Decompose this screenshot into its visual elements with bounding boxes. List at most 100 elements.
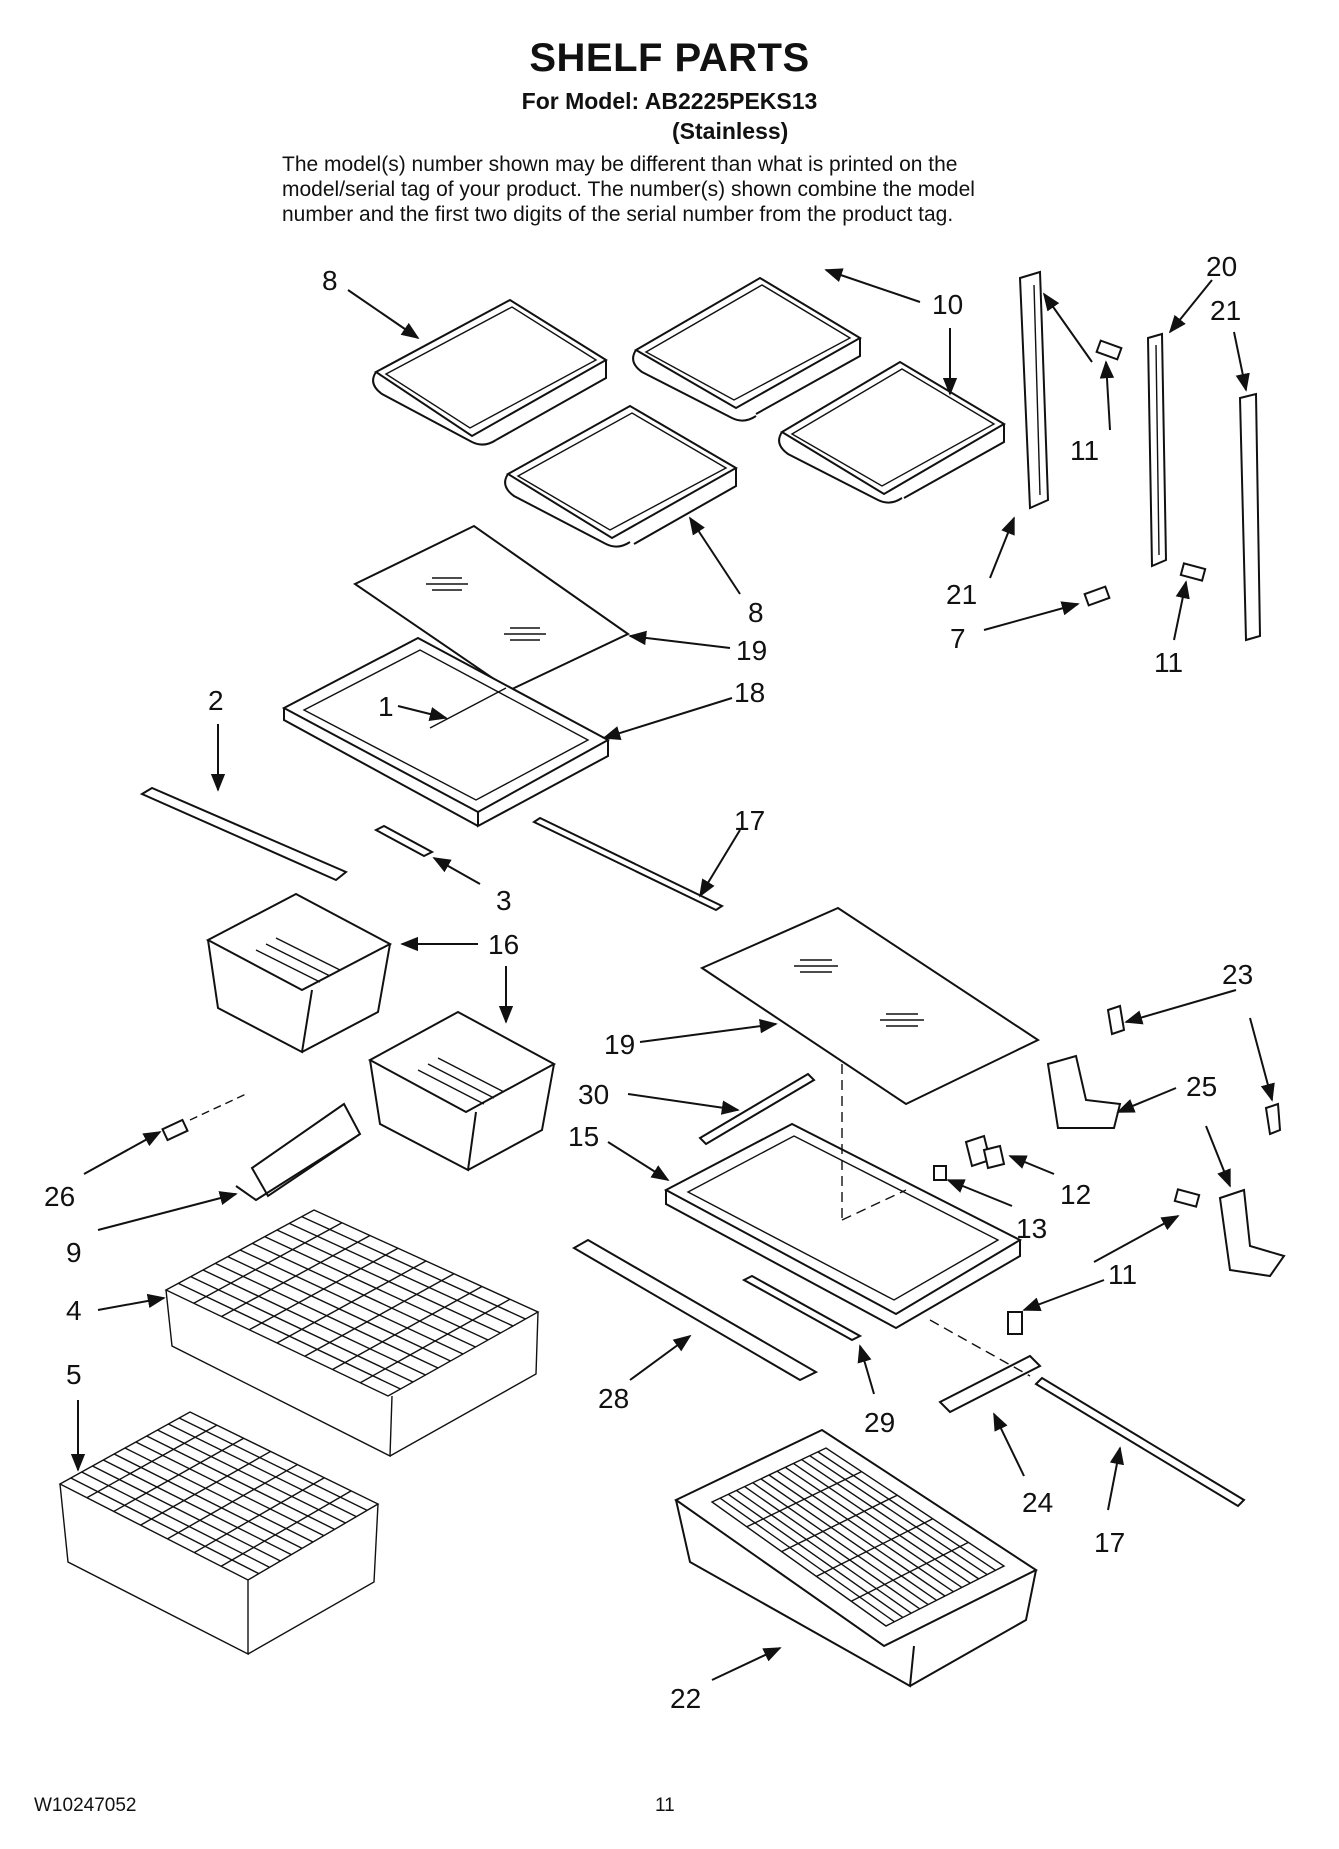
wire xyxy=(727,1493,904,1619)
wire xyxy=(801,1458,980,1580)
wire xyxy=(746,1470,862,1528)
trim-strip-28 xyxy=(572,1238,819,1382)
wire xyxy=(752,1482,929,1606)
model-line: For Model: AB2225PEKS13 xyxy=(521,88,818,114)
callout-23: 23 xyxy=(1222,959,1253,990)
callout-10: 10 xyxy=(932,289,963,320)
wire xyxy=(124,1447,314,1543)
wire xyxy=(760,1478,937,1601)
callout-11: 11 xyxy=(1070,435,1099,466)
strip-30 xyxy=(698,1072,816,1146)
strip-29 xyxy=(741,1274,863,1342)
leader-lines xyxy=(70,268,1275,1681)
wire xyxy=(776,1470,954,1593)
page-number: 11 xyxy=(655,1795,675,1816)
wire xyxy=(70,1477,260,1575)
wire xyxy=(768,1474,946,1597)
disclaimer-line: model/serial tag of your product. The nu… xyxy=(282,178,975,201)
wire xyxy=(784,1466,963,1589)
callout-21: 21 xyxy=(946,579,977,610)
crisper-bin-16-right xyxy=(367,1010,557,1172)
brackets-25 xyxy=(1046,1054,1286,1278)
rail-20-center xyxy=(1146,332,1168,568)
model-disclaimer: The model(s) number shown may be differe… xyxy=(282,152,1102,227)
callout-17: 17 xyxy=(734,805,765,836)
wire xyxy=(103,1459,292,1556)
callout-labels: 8 10 20 21 11 21 8 19 7 11 2 1 18 17 3 1… xyxy=(44,251,1253,1714)
wire xyxy=(135,1441,325,1537)
wire xyxy=(86,1424,218,1499)
callout-4: 4 xyxy=(66,1295,82,1326)
wire xyxy=(781,1494,898,1553)
wire xyxy=(221,1234,371,1318)
wire xyxy=(193,1477,325,1554)
callout-22: 22 xyxy=(670,1683,701,1714)
rod-17-upper xyxy=(531,816,725,912)
wire xyxy=(809,1455,988,1576)
callout-30: 30 xyxy=(578,1079,609,1110)
document-number: W10247052 xyxy=(34,1795,137,1816)
wire xyxy=(113,1437,245,1513)
shelf-10-upper-right xyxy=(632,276,862,422)
wire xyxy=(817,1451,996,1571)
disclaimer-line: number and the first two digits of the s… xyxy=(282,203,954,226)
callout-2: 2 xyxy=(208,685,224,716)
wire xyxy=(167,1463,298,1540)
wire xyxy=(146,1435,335,1530)
wire xyxy=(92,1465,281,1562)
callout-28: 28 xyxy=(598,1383,629,1414)
rod-17-lower xyxy=(929,1319,1246,1508)
glass-shelf-19-upper xyxy=(353,524,630,692)
bracket-12 xyxy=(964,1134,1006,1170)
callout-15: 15 xyxy=(568,1121,599,1152)
freezer-drawer-22 xyxy=(674,1428,1039,1688)
rail-21-right xyxy=(1238,392,1262,642)
bracket-24 xyxy=(938,1354,1042,1414)
wire xyxy=(736,1489,912,1614)
wire-basket-4 xyxy=(164,1209,540,1458)
wire xyxy=(850,1541,969,1602)
glass-shelf-19-lower xyxy=(699,906,1041,1106)
wire xyxy=(81,1471,270,1568)
rail-21-left xyxy=(1018,270,1050,510)
wire xyxy=(359,1298,511,1384)
callout-20: 20 xyxy=(1206,251,1237,282)
trim-strip-2 xyxy=(139,786,348,882)
wire xyxy=(140,1450,271,1526)
shelf-8-upper-left xyxy=(372,298,608,446)
wire xyxy=(793,1462,971,1584)
finish-line: (Stainless) xyxy=(672,118,789,144)
divider-9 xyxy=(235,1102,362,1202)
screw-26 xyxy=(161,1093,247,1142)
wire-basket-5 xyxy=(58,1411,380,1656)
callout-13: 13 xyxy=(1016,1213,1047,1244)
wire xyxy=(178,1417,368,1511)
callout-1: 1 xyxy=(378,691,394,722)
wire xyxy=(220,1490,352,1567)
callout-11: 11 xyxy=(1108,1259,1137,1290)
callout-24: 24 xyxy=(1022,1487,1053,1518)
clips-23 xyxy=(1106,1004,1282,1136)
callout-8: 8 xyxy=(748,597,764,628)
wire xyxy=(332,1285,483,1371)
shelf-8-center xyxy=(504,404,739,548)
wire xyxy=(276,1260,427,1344)
callout-29: 29 xyxy=(864,1407,895,1438)
wire xyxy=(816,1518,934,1578)
wire xyxy=(168,1423,357,1518)
callout-3: 3 xyxy=(496,885,512,916)
callout-8: 8 xyxy=(322,265,338,296)
callout-19: 19 xyxy=(736,635,767,666)
clip-13 xyxy=(933,1165,947,1181)
callout-11: 11 xyxy=(1154,647,1183,678)
callout-19: 19 xyxy=(604,1029,635,1060)
callout-17: 17 xyxy=(1094,1527,1125,1558)
disclaimer-line: The model(s) number shown may be differe… xyxy=(282,153,958,176)
wire xyxy=(719,1497,895,1623)
wire xyxy=(157,1429,346,1524)
clip-3 xyxy=(373,824,435,858)
wire xyxy=(304,1273,455,1357)
callout-21: 21 xyxy=(1210,295,1241,326)
